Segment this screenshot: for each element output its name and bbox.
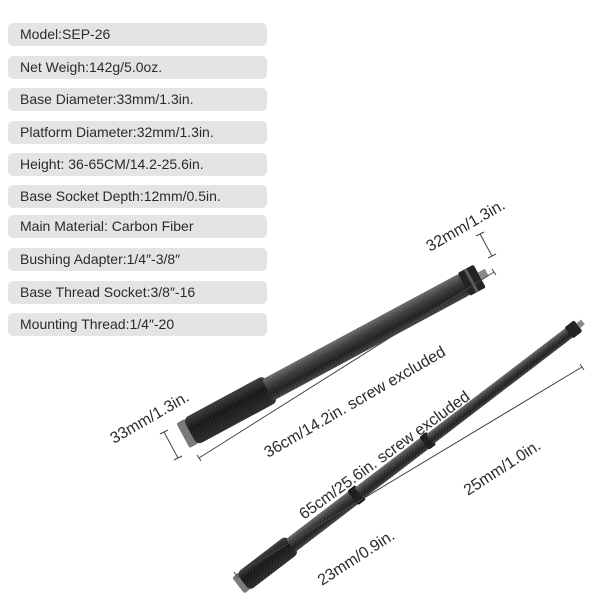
- spec-platform-diameter: Platform Diameter:32mm/1.3in.: [8, 121, 267, 144]
- label-base-diameter: 33mm/1.3in.: [108, 389, 193, 448]
- spec-bushing-adapter: Bushing Adapter:1/4″-3/8″: [8, 248, 267, 271]
- extended-rod-base-cap: [232, 573, 250, 593]
- extended-rod-screw: [576, 319, 585, 329]
- extended-rod: [232, 319, 585, 593]
- dimension-lines: [159, 231, 585, 579]
- spec-base-diameter: Base Diameter:33mm/1.3in.: [8, 88, 267, 111]
- spec-net-weight: Net Weigh:142g/5.0oz.: [8, 56, 267, 79]
- spec-model: Model:SEP-26: [8, 23, 267, 46]
- spec-main-material: Main Material: Carbon Fiber: [8, 215, 267, 238]
- extended-rod-platform: [565, 320, 582, 338]
- spec-base-socket-depth: Base Socket Depth:12mm/0.5in.: [8, 185, 267, 208]
- label-platform-diameter: 32mm/1.3in.: [424, 197, 509, 256]
- spec-height: Height: 36-65CM/14.2-25.6in.: [8, 153, 267, 176]
- label-lower-tube-diameter: 23mm/0.9in.: [315, 527, 398, 589]
- collapsed-rod: [177, 265, 489, 448]
- label-upper-tube-diameter: 25mm/1.0in.: [461, 437, 544, 499]
- spec-mounting-thread: Mounting Thread:1/4″-20: [8, 313, 267, 336]
- rod-platform-ring: [463, 268, 479, 293]
- spec-base-thread-socket: Base Thread Socket:3/8″-16: [8, 281, 267, 304]
- label-extended-length: 65cm/25.6in. screw excluded: [296, 388, 473, 523]
- rod-base-cap: [177, 419, 198, 448]
